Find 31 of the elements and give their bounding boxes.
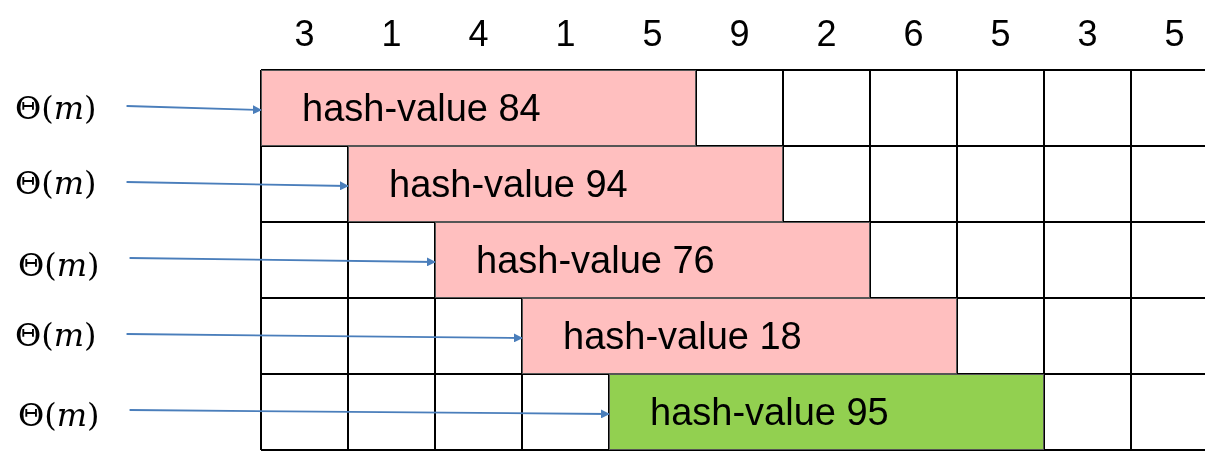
column-digit: 9 xyxy=(728,14,751,54)
hash-value-text: hash-value 76 xyxy=(475,238,715,282)
column-digit: 2 xyxy=(815,14,838,54)
hash-window-bar xyxy=(435,222,870,298)
column-digit: 1 xyxy=(554,14,577,54)
arrow xyxy=(128,257,436,267)
column-digit: 6 xyxy=(902,14,925,54)
hash-window-bar xyxy=(522,298,957,374)
column-digit: 4 xyxy=(467,14,490,54)
cost-label: Θ(m) xyxy=(15,315,97,355)
cost-label: Θ(m) xyxy=(18,395,100,435)
cost-label: Θ(m) xyxy=(15,163,97,203)
hash-window-bar xyxy=(348,146,783,222)
arrow xyxy=(125,181,349,191)
column-digit: 3 xyxy=(293,14,316,54)
arrow xyxy=(128,409,610,419)
column-digit: 5 xyxy=(641,14,664,54)
hash-window-bar xyxy=(609,374,1044,450)
column-digit: 1 xyxy=(380,14,403,54)
hash-value-text: hash-value 18 xyxy=(562,314,802,358)
column-digit: 5 xyxy=(1163,14,1186,54)
hash-value-text: hash-value 94 xyxy=(388,162,628,206)
column-digit: 5 xyxy=(989,14,1012,54)
cost-label: Θ(m) xyxy=(18,245,100,285)
hash-window-bar xyxy=(261,70,696,146)
arrow xyxy=(125,333,523,343)
arrow xyxy=(125,105,262,115)
hash-value-text: hash-value 95 xyxy=(649,390,889,434)
cost-label: Θ(m) xyxy=(15,88,97,128)
column-digit: 3 xyxy=(1076,14,1099,54)
hash-value-text: hash-value 84 xyxy=(301,86,541,130)
